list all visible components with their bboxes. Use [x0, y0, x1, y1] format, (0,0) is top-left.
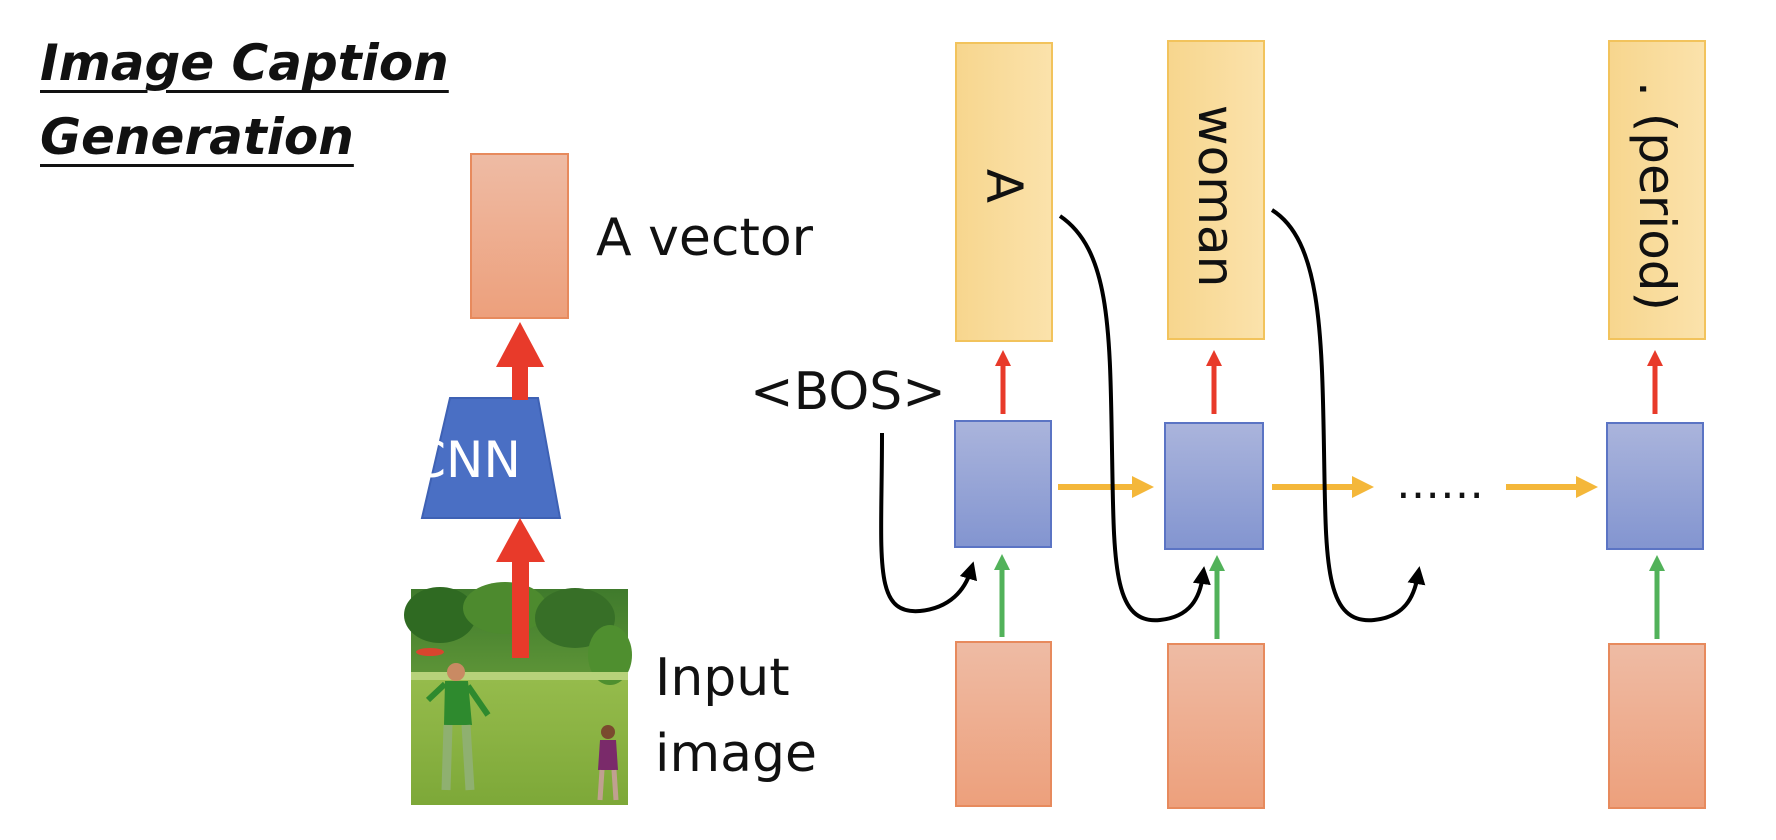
output-word-period: . (period) — [1628, 80, 1686, 312]
input-label-line-2: image — [655, 724, 817, 784]
rnn-cell-2 — [1164, 422, 1264, 550]
output-word-woman: woman — [1187, 104, 1245, 288]
output-box-3 — [1608, 40, 1706, 340]
input-vector-box-3 — [1608, 643, 1706, 809]
cnn-to-vector-arrow — [496, 322, 544, 400]
output-box-1 — [955, 42, 1053, 342]
input-label-line-1: Input — [655, 648, 790, 708]
woman-to-next-arrow — [1270, 208, 1426, 623]
title-line-1: Image Caption — [40, 34, 449, 92]
vector-box — [470, 153, 569, 319]
input-vector-box-2 — [1167, 643, 1265, 809]
input-vector-box-1 — [955, 641, 1052, 807]
title-line-2: Generation — [40, 108, 354, 166]
image-to-cnn-arrow — [496, 518, 545, 658]
ellipsis-label: …… — [1396, 458, 1484, 509]
bos-token-label: <BOS> — [750, 362, 946, 422]
output-word-a: A — [975, 168, 1033, 204]
rnn-cell-1 — [954, 420, 1052, 548]
rnn-cell-3 — [1606, 422, 1704, 550]
cnn-label: CNN — [411, 431, 521, 489]
vector-label: A vector — [596, 208, 814, 268]
